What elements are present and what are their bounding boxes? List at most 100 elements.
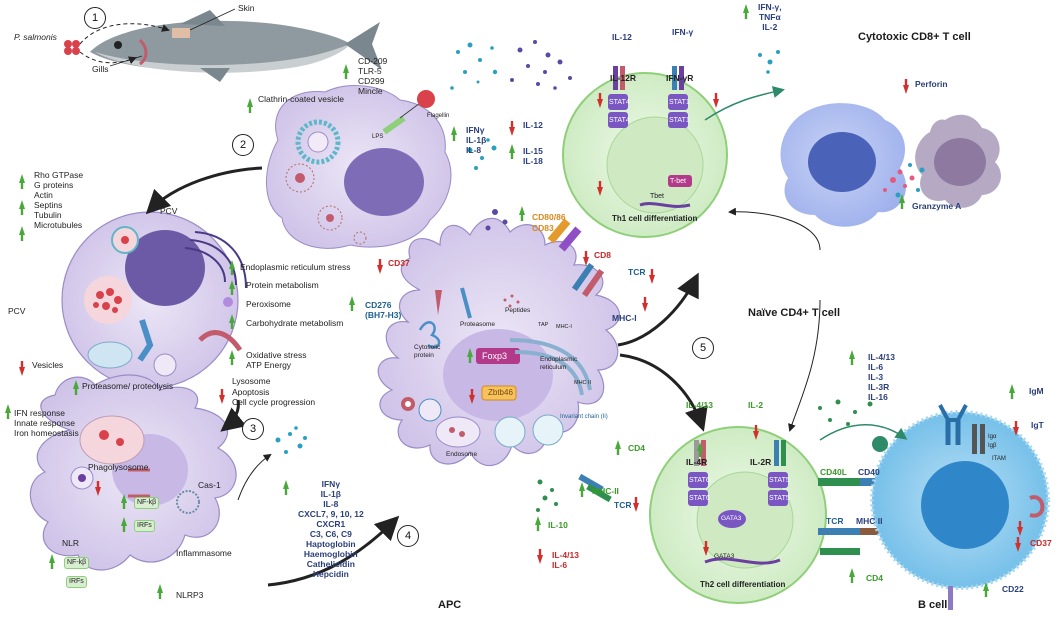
il10-label: IL-10 (548, 520, 568, 530)
zbtb46-label: Zbtb46 (488, 388, 513, 397)
th2-title: Th2 cell differentiation (700, 580, 786, 589)
up-arrow-icon-49 (849, 568, 855, 583)
down-arrow-icon-32 (633, 497, 639, 512)
mhcii-small-label: MHC II (574, 380, 592, 386)
cd8-title: Cytotoxic CD8+ T cell (858, 31, 971, 43)
tbet-label: T-bet (670, 178, 686, 185)
up-arrow-icon-7 (229, 280, 235, 295)
igb-label: Igβ (988, 443, 997, 449)
up-arrow-icon-5 (19, 226, 25, 241)
down-arrow-icon-29 (642, 297, 648, 312)
up-arrow-icon-25 (509, 144, 515, 159)
skin-label: Skin (238, 3, 255, 13)
peptides-label: Peptides (505, 307, 531, 314)
tcr-cd4-label: TCR (614, 500, 632, 510)
th2-mhcii-label: MHC II (856, 516, 883, 526)
lps-flagellin (382, 90, 435, 135)
cd22-label: CD22 (1002, 584, 1024, 594)
down-arrow-icon-20 (377, 259, 383, 274)
lps-label: LPS (372, 134, 384, 140)
down-arrow-icon-46 (1013, 421, 1019, 436)
down-arrow-icon-23 (469, 389, 475, 404)
cd37-apc-label: CD37 (388, 258, 410, 268)
down-arrow-icon-27 (583, 251, 589, 266)
stat1b-label: STAT1 (669, 117, 690, 124)
proteasome-apc-label: Proteasome (460, 321, 496, 328)
macrophage-cell (29, 374, 237, 571)
down-arrow-icon-47 (1015, 537, 1021, 552)
up-arrow-icon-31 (579, 482, 585, 497)
pathogen-label: P. salmonis (14, 32, 57, 42)
invariant-chain-label: Invariant chain (Ii) (560, 414, 608, 420)
down-arrow-icon-34 (537, 549, 543, 564)
down-arrow-icon-11 (219, 389, 225, 404)
igt-label: IgT (1031, 420, 1044, 430)
er-stress-label: Endoplasmic reticulum stress (240, 262, 351, 272)
apc-receptors (547, 218, 612, 503)
up-arrow-icon-40 (899, 194, 905, 209)
regulation-arrows (5, 4, 1023, 599)
inflammasome-label: Inflammasome (176, 548, 232, 558)
perforin-label: Perforin (915, 79, 948, 89)
lysosome-label: Lysosome (232, 376, 271, 386)
nfkb2-label: NF-kβ (64, 557, 90, 569)
irfs2-label: IRFs (66, 576, 87, 588)
up-arrow-icon-30 (615, 440, 621, 455)
down-arrow-icon-35 (597, 93, 603, 108)
stat1-label: STAT1 (669, 99, 690, 106)
down-arrow-icon-37 (597, 181, 603, 196)
mhci-label: MHC-I (612, 313, 637, 323)
down-arrow-icon-24 (509, 121, 515, 136)
tbet-gene-label: Tbet (650, 193, 665, 200)
cd8-t-cell (780, 103, 1001, 227)
pcv-label: PCV (160, 206, 178, 216)
ifngr-label: IFN-γR (666, 73, 694, 83)
cd40l-label: CD40L (820, 467, 847, 477)
step-4: 4 (397, 525, 419, 547)
up-arrow-icon-3 (19, 174, 25, 189)
th2-il413-label: IL-4/13 (686, 400, 713, 410)
cd4-apc-label: CD4 (628, 443, 646, 453)
up-arrow-icon-38 (743, 4, 749, 19)
gata3-gene-label: GATA3 (714, 553, 735, 560)
cd80-label: CD80/86 (532, 212, 566, 222)
step-3: 3 (242, 418, 264, 440)
up-arrow-icon-16 (121, 517, 127, 532)
proteasome-label: Proteasome/ proteolysis (82, 381, 174, 391)
il12r-label: IL-12R (610, 73, 636, 83)
down-arrow-icon-39 (903, 79, 909, 94)
th2-cell (649, 426, 827, 604)
stat5-label: STAT5 (769, 477, 790, 484)
up-arrow-icon-4 (19, 200, 25, 215)
nfkb-label: NF-kβ (134, 497, 160, 509)
up-arrow-icon-1 (343, 64, 349, 79)
pathogen-icon (64, 40, 80, 55)
th2-tcr-label: TCR (826, 516, 844, 526)
up-arrow-icon-0 (247, 98, 253, 113)
il12-apc-label: IL-12 (523, 120, 543, 130)
il2r-label: IL-2R (750, 457, 772, 467)
stat4b-label: STAT4 (609, 117, 630, 124)
itam-label: ITAM (992, 456, 1006, 462)
th1-il12-label: IL-12 (612, 32, 632, 42)
th1-title: Th1 cell differentiation (612, 214, 698, 223)
stat6b-label: STAT6 (689, 495, 710, 502)
protein-metabolism-label: Protein metabolism (246, 280, 319, 290)
up-arrow-icon-15 (121, 494, 127, 509)
up-arrow-icon-26 (519, 206, 525, 221)
th1-ifng-label: IFN-γ (672, 27, 694, 37)
endosome-label: Endosome (446, 451, 478, 458)
infected-cell-top (266, 85, 452, 249)
apc-label: APC (438, 599, 462, 611)
pcv-left-label: PCV (8, 306, 26, 316)
down-arrow-icon-28 (649, 269, 655, 284)
flow-arrows (145, 86, 908, 587)
cytokine-dots (275, 40, 873, 512)
